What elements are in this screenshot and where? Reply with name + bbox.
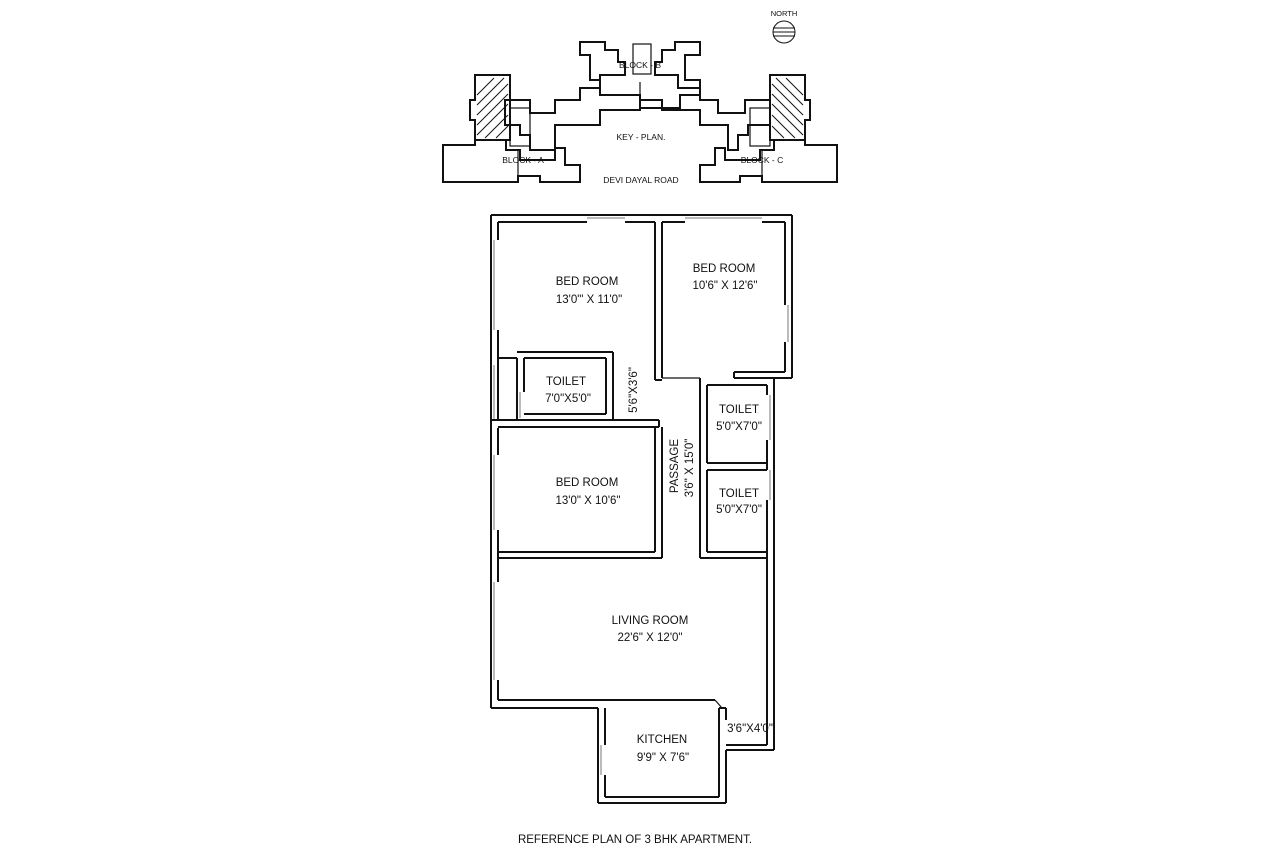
key-plan-title: KEY - PLAN. [617,132,666,142]
living-room-name: LIVING ROOM [612,615,689,627]
key-plan: NORTH [442,9,838,185]
road-label: DEVI DAYAL ROAD [603,175,678,185]
block-c-label: BLOCK - C [741,155,784,165]
kitchen-size: 9'9" X 7'6" [637,752,689,764]
block-a-label: BLOCK - A [502,155,544,165]
bedroom-1-size: 13'0"' X 11'0" [556,294,622,306]
toilet-2-name: TOILET [719,404,759,416]
toilet-2-size: 5'0"X7'0" [716,421,762,433]
interior-walls [490,222,767,559]
block-b-label: BLOCK - B [619,60,661,70]
living-room-size: 22'6" X 12'0" [618,632,683,644]
toilet-1-name: TOILET [546,376,586,388]
passage-name: PASSAGE [669,439,681,493]
north-arrow-icon [772,20,796,44]
passage-size: 3'6" X 15'0" [684,439,696,498]
room-labels: BED ROOM 13'0"' X 11'0" BED ROOM 10'6" X… [545,263,773,764]
bedroom-3-size: 13'0" X 10'6" [556,495,621,507]
north-label: NORTH [771,9,798,18]
outer-walls [490,214,793,804]
toilet-3-size: 5'0"X7'0" [716,504,762,516]
plan-caption: REFERENCE PLAN OF 3 BHK APARTMENT. [518,834,752,846]
apartment-plan: BED ROOM 13'0"' X 11'0" BED ROOM 10'6" X… [490,214,793,804]
kitchen-name: KITCHEN [637,734,687,746]
bedroom-2-size: 10'6" X 12'6" [693,280,758,292]
bedroom-2-name: BED ROOM [693,263,756,275]
toilet-3-name: TOILET [719,488,759,500]
bedroom-3-name: BED ROOM [556,477,619,489]
lobby-dimension: 5'6"X3'6" [628,367,640,413]
utility-dimension: 3'6"X4'0" [727,723,773,735]
toilet-1-size: 7'0"X5'0" [545,393,591,405]
bedroom-1-name: BED ROOM [556,276,619,288]
block-b-outline [504,41,771,151]
